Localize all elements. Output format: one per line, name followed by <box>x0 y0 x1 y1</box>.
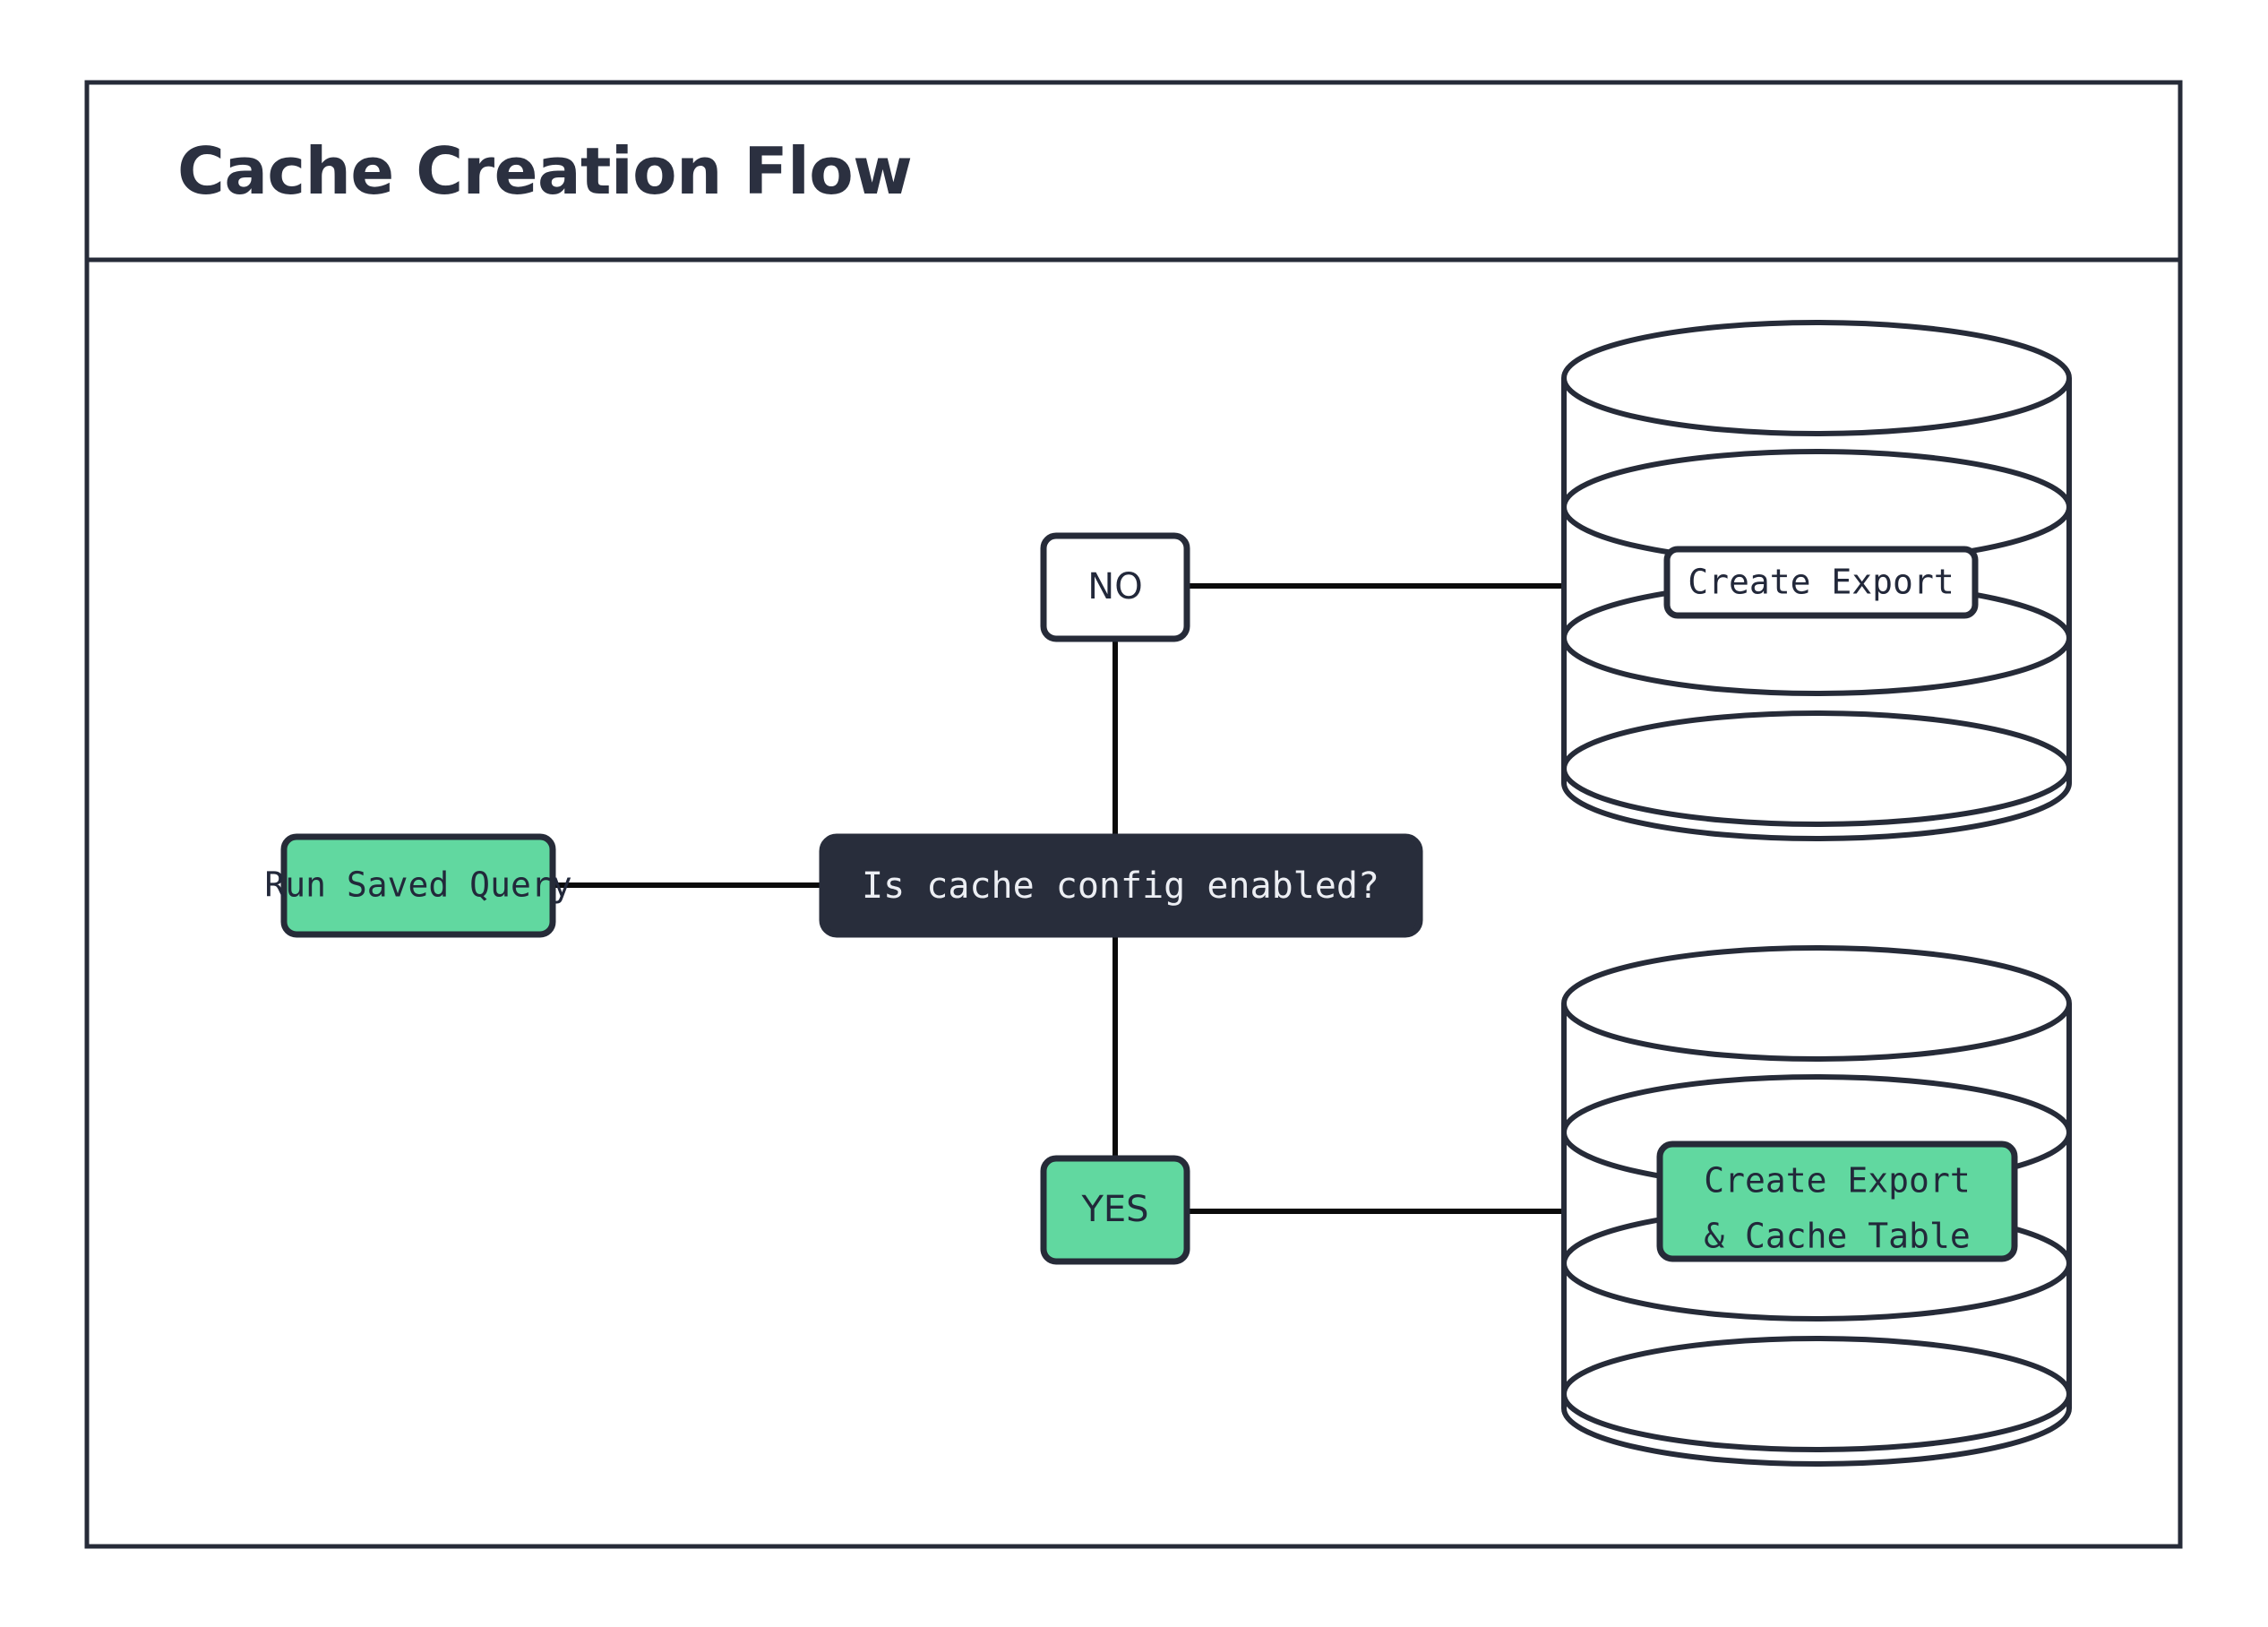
cylinder-body-top <box>1561 378 2072 841</box>
node-run-saved-query[interactable]: Run Saved Query <box>264 833 572 938</box>
cylinder-ring-arc-5 <box>1561 1262 2072 1321</box>
cylinder-ring-arc-6b <box>1561 1336 2072 1395</box>
cylinder-ring-arc-6 <box>1561 1393 2072 1452</box>
branch-no-box[interactable] <box>1040 532 1190 642</box>
db-top-label-text: Create Export <box>1688 563 1954 602</box>
db-bottom-label-line-1: Create Export <box>1704 1161 1970 1201</box>
branch-yes-label: YES <box>1080 1189 1148 1230</box>
cylinder-top-ellipse-1 <box>1561 320 2072 436</box>
cylinder-ring-arc-3b <box>1561 710 2072 770</box>
branch-no-label: NO <box>1087 566 1142 607</box>
node-branch-yes[interactable]: YES <box>1040 1155 1190 1265</box>
cylinder-ring-arc-2 <box>1561 637 2072 696</box>
db-bottom-label-line-2: & Cache Table <box>1704 1217 1970 1256</box>
create-export-database[interactable]: Create Export <box>1561 320 2072 841</box>
cylinder-ring-arc-1b <box>1561 449 2072 508</box>
page-title: Cache Creation Flow <box>177 133 912 209</box>
run-saved-query-label: Run Saved Query <box>264 865 571 905</box>
diagram-frame <box>84 80 2183 1549</box>
decision-label: Is cache config enabled? <box>862 865 1379 907</box>
branch-yes-box[interactable] <box>1040 1155 1190 1265</box>
edge-layer <box>552 583 1564 1214</box>
db-top-label-box[interactable] <box>1663 546 1979 619</box>
cylinder-ring-arc-4b <box>1561 1074 2072 1133</box>
node-branch-no[interactable]: NO <box>1040 532 1190 642</box>
run-saved-query-box[interactable] <box>280 833 556 938</box>
create-export-and-cache-table-database[interactable]: Create Export & Cache Table <box>1561 945 2072 1467</box>
decision-box[interactable] <box>819 833 1423 938</box>
node-is-cache-config-enabled[interactable]: Is cache config enabled? <box>819 833 1423 938</box>
db-bottom-label-box[interactable] <box>1656 1141 2018 1262</box>
cylinder-top-ellipse-2 <box>1561 945 2072 1062</box>
cylinder-ring-arc-3 <box>1561 768 2072 827</box>
cylinder-body-bottom <box>1561 1003 2072 1467</box>
